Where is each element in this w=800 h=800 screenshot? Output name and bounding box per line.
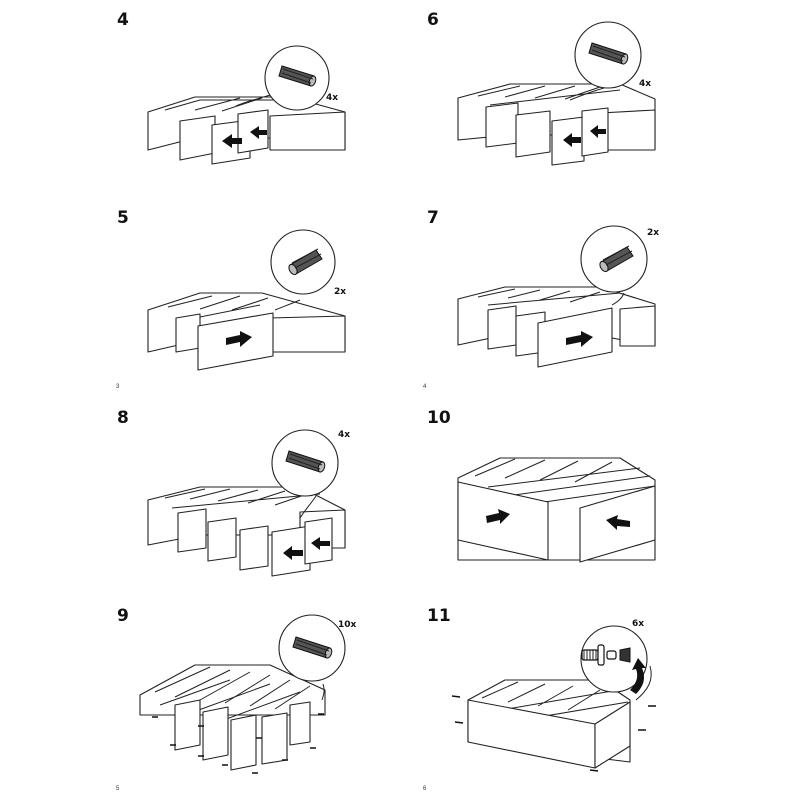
dowel-icon bbox=[288, 248, 323, 276]
page-number: 3 bbox=[116, 384, 120, 390]
callout-line bbox=[299, 495, 317, 519]
arrow-left-icon bbox=[563, 133, 581, 147]
screw-icon bbox=[581, 644, 631, 666]
dowel-hole-marks bbox=[152, 713, 324, 774]
dowel-icon bbox=[599, 245, 634, 273]
quantity-label: 10x bbox=[338, 620, 357, 630]
page-number: 4 bbox=[423, 384, 427, 390]
quantity-label: 4x bbox=[639, 79, 652, 89]
step-number: 10 bbox=[427, 408, 451, 428]
quantity-label: 2x bbox=[334, 287, 347, 297]
callout-line bbox=[274, 299, 301, 311]
arrow-right-icon bbox=[226, 331, 252, 347]
step-number: 8 bbox=[117, 408, 129, 428]
quantity-label: 4x bbox=[338, 430, 351, 440]
dowel-icon bbox=[588, 42, 629, 65]
page-number: 6 bbox=[423, 786, 427, 792]
divider-panel bbox=[174, 699, 311, 771]
dowel-icon bbox=[278, 65, 317, 87]
arrow-left-icon bbox=[590, 125, 606, 138]
shelf-frame bbox=[467, 679, 631, 769]
callout-line bbox=[321, 683, 325, 701]
callout-line bbox=[635, 665, 652, 701]
dowel-icon bbox=[285, 450, 326, 473]
arrow-left-icon bbox=[311, 537, 330, 550]
arrow-curved-icon bbox=[630, 658, 646, 694]
step-number: 9 bbox=[117, 606, 129, 626]
step-number: 6 bbox=[427, 10, 439, 30]
quantity-label: 6x bbox=[632, 619, 645, 629]
callout-line bbox=[611, 292, 625, 306]
page-number: 5 bbox=[116, 786, 120, 792]
arrow-left-icon bbox=[283, 546, 303, 560]
quantity-label: 4x bbox=[326, 93, 339, 103]
step-number: 4 bbox=[117, 10, 129, 30]
callout-line bbox=[569, 87, 605, 101]
arrow-left-icon bbox=[606, 515, 630, 530]
arrow-left-icon bbox=[250, 126, 267, 139]
quantity-label: 2x bbox=[647, 228, 660, 238]
arrow-right-icon bbox=[566, 331, 593, 347]
step-number: 11 bbox=[427, 606, 451, 626]
step-number: 7 bbox=[427, 208, 439, 228]
arrow-right-icon bbox=[486, 509, 510, 524]
dowel-icon bbox=[292, 636, 333, 659]
dowel-hole-marks bbox=[451, 695, 656, 772]
arrow-left-icon bbox=[222, 134, 242, 148]
step-number: 5 bbox=[117, 208, 129, 228]
